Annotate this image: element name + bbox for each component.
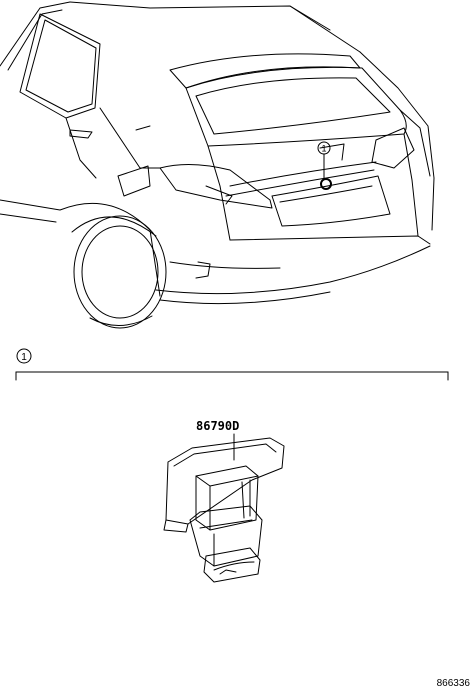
- part-number-label: 86790D: [196, 419, 239, 433]
- car-rear-illustration: [0, 1, 435, 329]
- section-bracket: [15, 348, 449, 381]
- camera-part-illustration: [163, 433, 285, 583]
- diagram-id: 866336: [437, 678, 471, 689]
- car-callout-number: 1: [321, 144, 326, 154]
- car-callout: [317, 141, 332, 190]
- detail-callout-number: 1: [21, 352, 27, 363]
